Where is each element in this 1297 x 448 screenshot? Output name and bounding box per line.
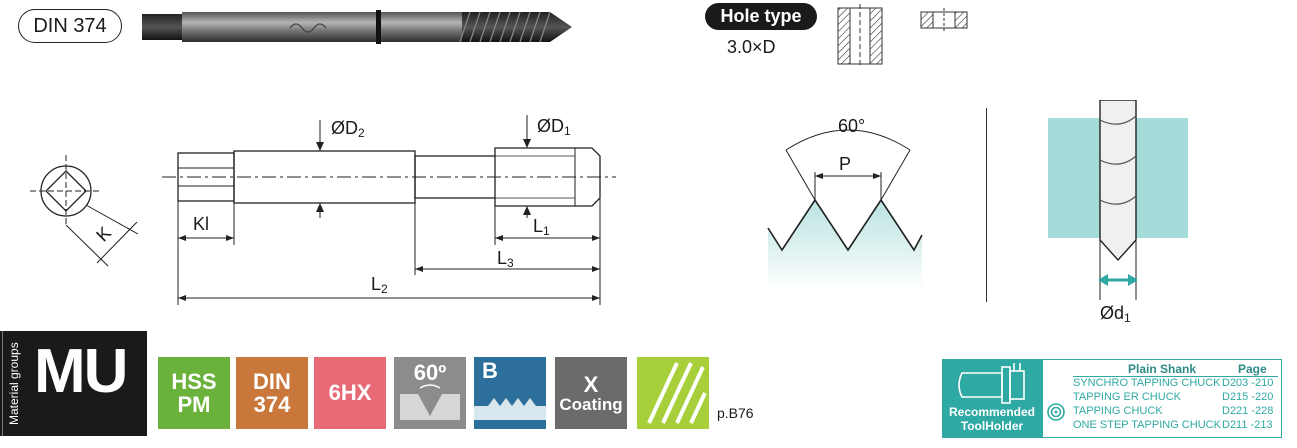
recommended-toolholder-panel <box>942 359 1042 438</box>
tolerance-badge: 6HX <box>314 357 386 429</box>
label-d1: ØD1 <box>537 116 571 138</box>
thread-angle-icon <box>400 384 460 421</box>
table-header-page: Page <box>1238 362 1267 376</box>
toolholder-row-name[interactable]: TAPPING CHUCK <box>1073 405 1163 417</box>
toolholder-icon <box>958 363 1025 404</box>
material-code: MU <box>34 337 128 406</box>
thread-profile-diagram <box>767 129 923 290</box>
hole-type-icons <box>837 4 968 68</box>
label-drill-diameter: Ød1 <box>1100 303 1131 325</box>
vertical-divider <box>986 108 987 302</box>
label-l1: L1 <box>533 216 550 238</box>
material-groups-label: Material groups <box>2 331 25 436</box>
hole-depth-ratio: 3.0×D <box>727 37 776 57</box>
chamfer-icon <box>474 398 546 421</box>
spiral-flute-badge <box>637 357 709 429</box>
toolholder-row-page[interactable]: D221 -228 <box>1222 405 1274 417</box>
label-kl: Kl <box>193 214 210 234</box>
label-pitch: P <box>839 154 852 174</box>
thread-angle-badge: 60º <box>394 357 466 429</box>
toolholder-row-page[interactable]: D203 -210 <box>1222 377 1274 389</box>
coating-badge: X Coating <box>555 357 627 429</box>
label-l2: L2 <box>371 274 388 296</box>
toolholder-row-page[interactable]: D215 -220 <box>1222 391 1274 403</box>
blind-hole-icon <box>837 4 883 68</box>
toolholder-table <box>1042 359 1282 438</box>
toolholder-row-name[interactable]: TAPPING ER CHUCK <box>1073 391 1181 403</box>
standard-oval: DIN 374 <box>18 9 122 43</box>
label-l3: L3 <box>497 248 514 270</box>
material-group-panel <box>0 331 147 436</box>
tap-product-photo <box>142 10 572 44</box>
chamfer-type-badge: B <box>474 357 546 429</box>
toolholder-row-name[interactable]: ONE STEP TAPPING CHUCK <box>1073 419 1221 431</box>
through-hole-icon <box>920 8 968 32</box>
page-reference-link[interactable]: p.B76 <box>717 405 754 421</box>
label-angle: 60° <box>838 116 866 136</box>
hole-type-badge: Hole type <box>705 3 817 30</box>
toolholder-row-name[interactable]: SYNCHRO TAPPING CHUCK <box>1073 377 1221 389</box>
table-header-plain-shank: Plain Shank <box>1128 362 1197 376</box>
tap-dimension-drawing <box>30 115 616 305</box>
table-header-rule <box>1073 376 1278 377</box>
label-d2: ØD2 <box>331 118 365 140</box>
recommended-target-icon <box>1047 403 1065 421</box>
drill-hole-diagram <box>1048 100 1188 300</box>
toolholder-row-page[interactable]: D211 -213 <box>1222 419 1273 431</box>
spiral-flute-icon <box>647 362 707 424</box>
